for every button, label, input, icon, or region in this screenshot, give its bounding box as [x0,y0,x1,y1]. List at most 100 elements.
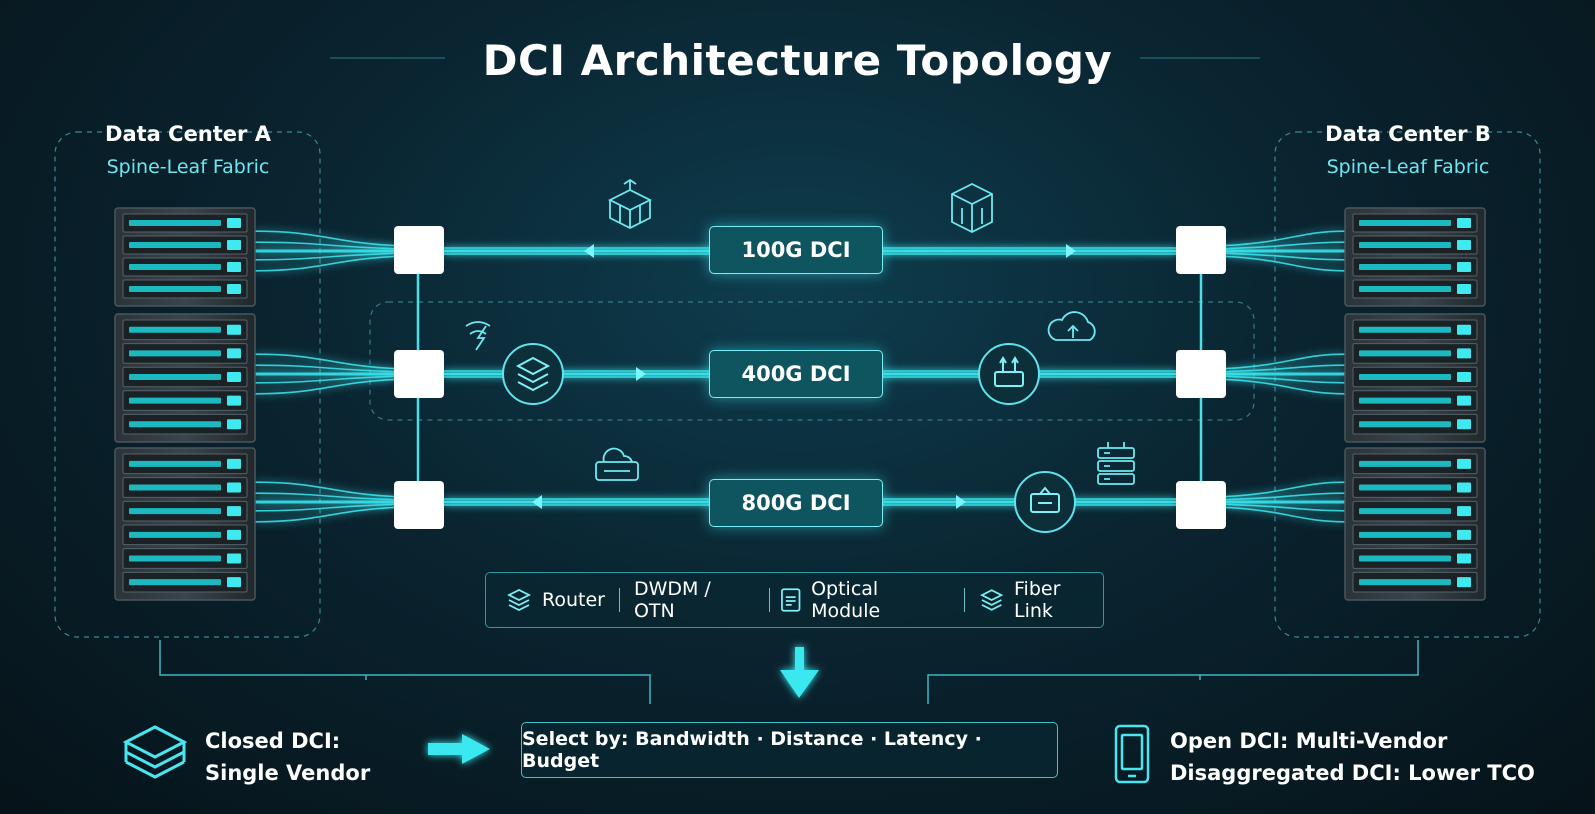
fiber-strand [1225,503,1346,512]
open-dci-connector [927,640,1419,704]
data-center-b-fabric: Spine-Leaf Fabric [1326,156,1490,178]
server-port [227,284,241,294]
server-port [227,458,241,469]
server-led-strip [129,421,221,428]
server-port [227,240,241,250]
selection-criteria-box: Select by: Bandwidth · Distance · Latenc… [521,722,1058,778]
server-port [227,372,241,382]
server-port [227,529,241,540]
legend-separator [963,588,965,612]
data-center-a-frame [54,131,321,638]
server-port [227,348,241,359]
server-led-strip [129,350,221,357]
fiber-strand [254,353,395,370]
fiber-strand [254,364,395,373]
server-port [1457,482,1471,493]
server-stack-icon [1097,442,1135,485]
server-port [1457,218,1471,228]
module-node-800g [1014,471,1076,533]
fiber-strand [1225,378,1346,395]
link-label-400g: 400G DCI [709,350,883,398]
server-port [227,419,241,430]
server-port [1457,240,1471,250]
server-led-strip [129,264,221,270]
fiber-strand [254,506,395,523]
link-label-100g: 100G DCI [709,226,883,274]
server-led-strip [129,579,221,586]
server-port [227,506,241,517]
server-led-strip [1359,531,1451,538]
page-title: DCI Architecture Topology [482,36,1113,85]
server-led-strip [129,460,221,467]
fiber-strand [1225,230,1346,247]
server-led-strip [129,397,221,404]
server-led-strip [129,531,221,538]
server-led-strip [1359,460,1451,467]
fiber-strand [254,503,395,512]
fiber-strand [1225,241,1346,250]
data-center-b-racks [1344,207,1486,601]
legend: Router DWDM / OTN Optical Module Fiber L… [485,572,1104,628]
server-led-strip [1359,220,1451,226]
fiber-strand [254,375,395,384]
legend-label-optical-module: Optical Module [811,578,881,622]
arrow-800g-right [956,495,966,509]
data-center-a-name: Data Center A [105,122,271,146]
legend-label-fiber-link: Fiber Link [1014,578,1061,622]
closed-dci-subtitle: Single Vendor [205,761,371,785]
legend-separator [618,588,620,612]
server-port [1457,372,1471,382]
node-b-400g [1176,350,1226,398]
cloud-icon [1047,311,1096,341]
server-led-strip [129,326,221,333]
server-led-strip [1359,350,1451,357]
server-port [1457,348,1471,359]
server-led-strip [1359,242,1451,248]
node-b-100g [1176,226,1226,274]
legend-separator [768,588,770,612]
server-port [227,324,241,335]
node-a-800g [394,481,444,529]
fiber-strand [1225,255,1346,272]
fiber-strand [1225,492,1346,501]
closed-dci-title: Closed DCI: [205,729,341,753]
server-port [227,395,241,406]
server-port [227,553,241,564]
cloud-gateway-icon [595,447,639,481]
fiber-strand [1225,481,1346,498]
server-led-strip [129,220,221,226]
closed-dci-connector [159,640,651,704]
server-led-strip [129,484,221,491]
server-led-strip [1359,508,1451,515]
server-led-strip [1359,484,1451,491]
arrow-100g-left [584,244,594,258]
down-arrow-icon [780,647,819,698]
fiber-strand [254,492,395,501]
right-arrow-icon [428,734,490,764]
server-port [1457,458,1471,469]
disaggregated-dci-title: Disaggregated DCI: Lower TCO [1170,761,1535,785]
server-led-strip [1359,286,1451,292]
server-port [1457,577,1471,588]
server-port [1457,395,1471,406]
wireless-link-icon [465,321,491,351]
transceiver-icon [1030,486,1060,513]
data-center-a-fabric: Spine-Leaf Fabric [106,156,270,178]
server-led-strip [1359,326,1451,333]
server-port [1457,284,1471,294]
mobile-device-icon [1114,724,1150,784]
switch-nodes [394,226,1226,529]
server-port [1457,419,1471,430]
server-port [227,218,241,228]
server-led-strip [1359,579,1451,586]
closed-dci-text: Closed DCI: Single Vendor [205,725,370,789]
data-center-b-name: Data Center B [1325,122,1491,146]
router-icon [506,588,532,612]
node-a-400g [394,350,444,398]
data-center-b-frame [1274,131,1541,638]
server-led-strip [129,555,221,562]
fiber-strand [1225,353,1346,370]
fiber-strand [1225,375,1346,384]
router-icon [515,356,551,392]
